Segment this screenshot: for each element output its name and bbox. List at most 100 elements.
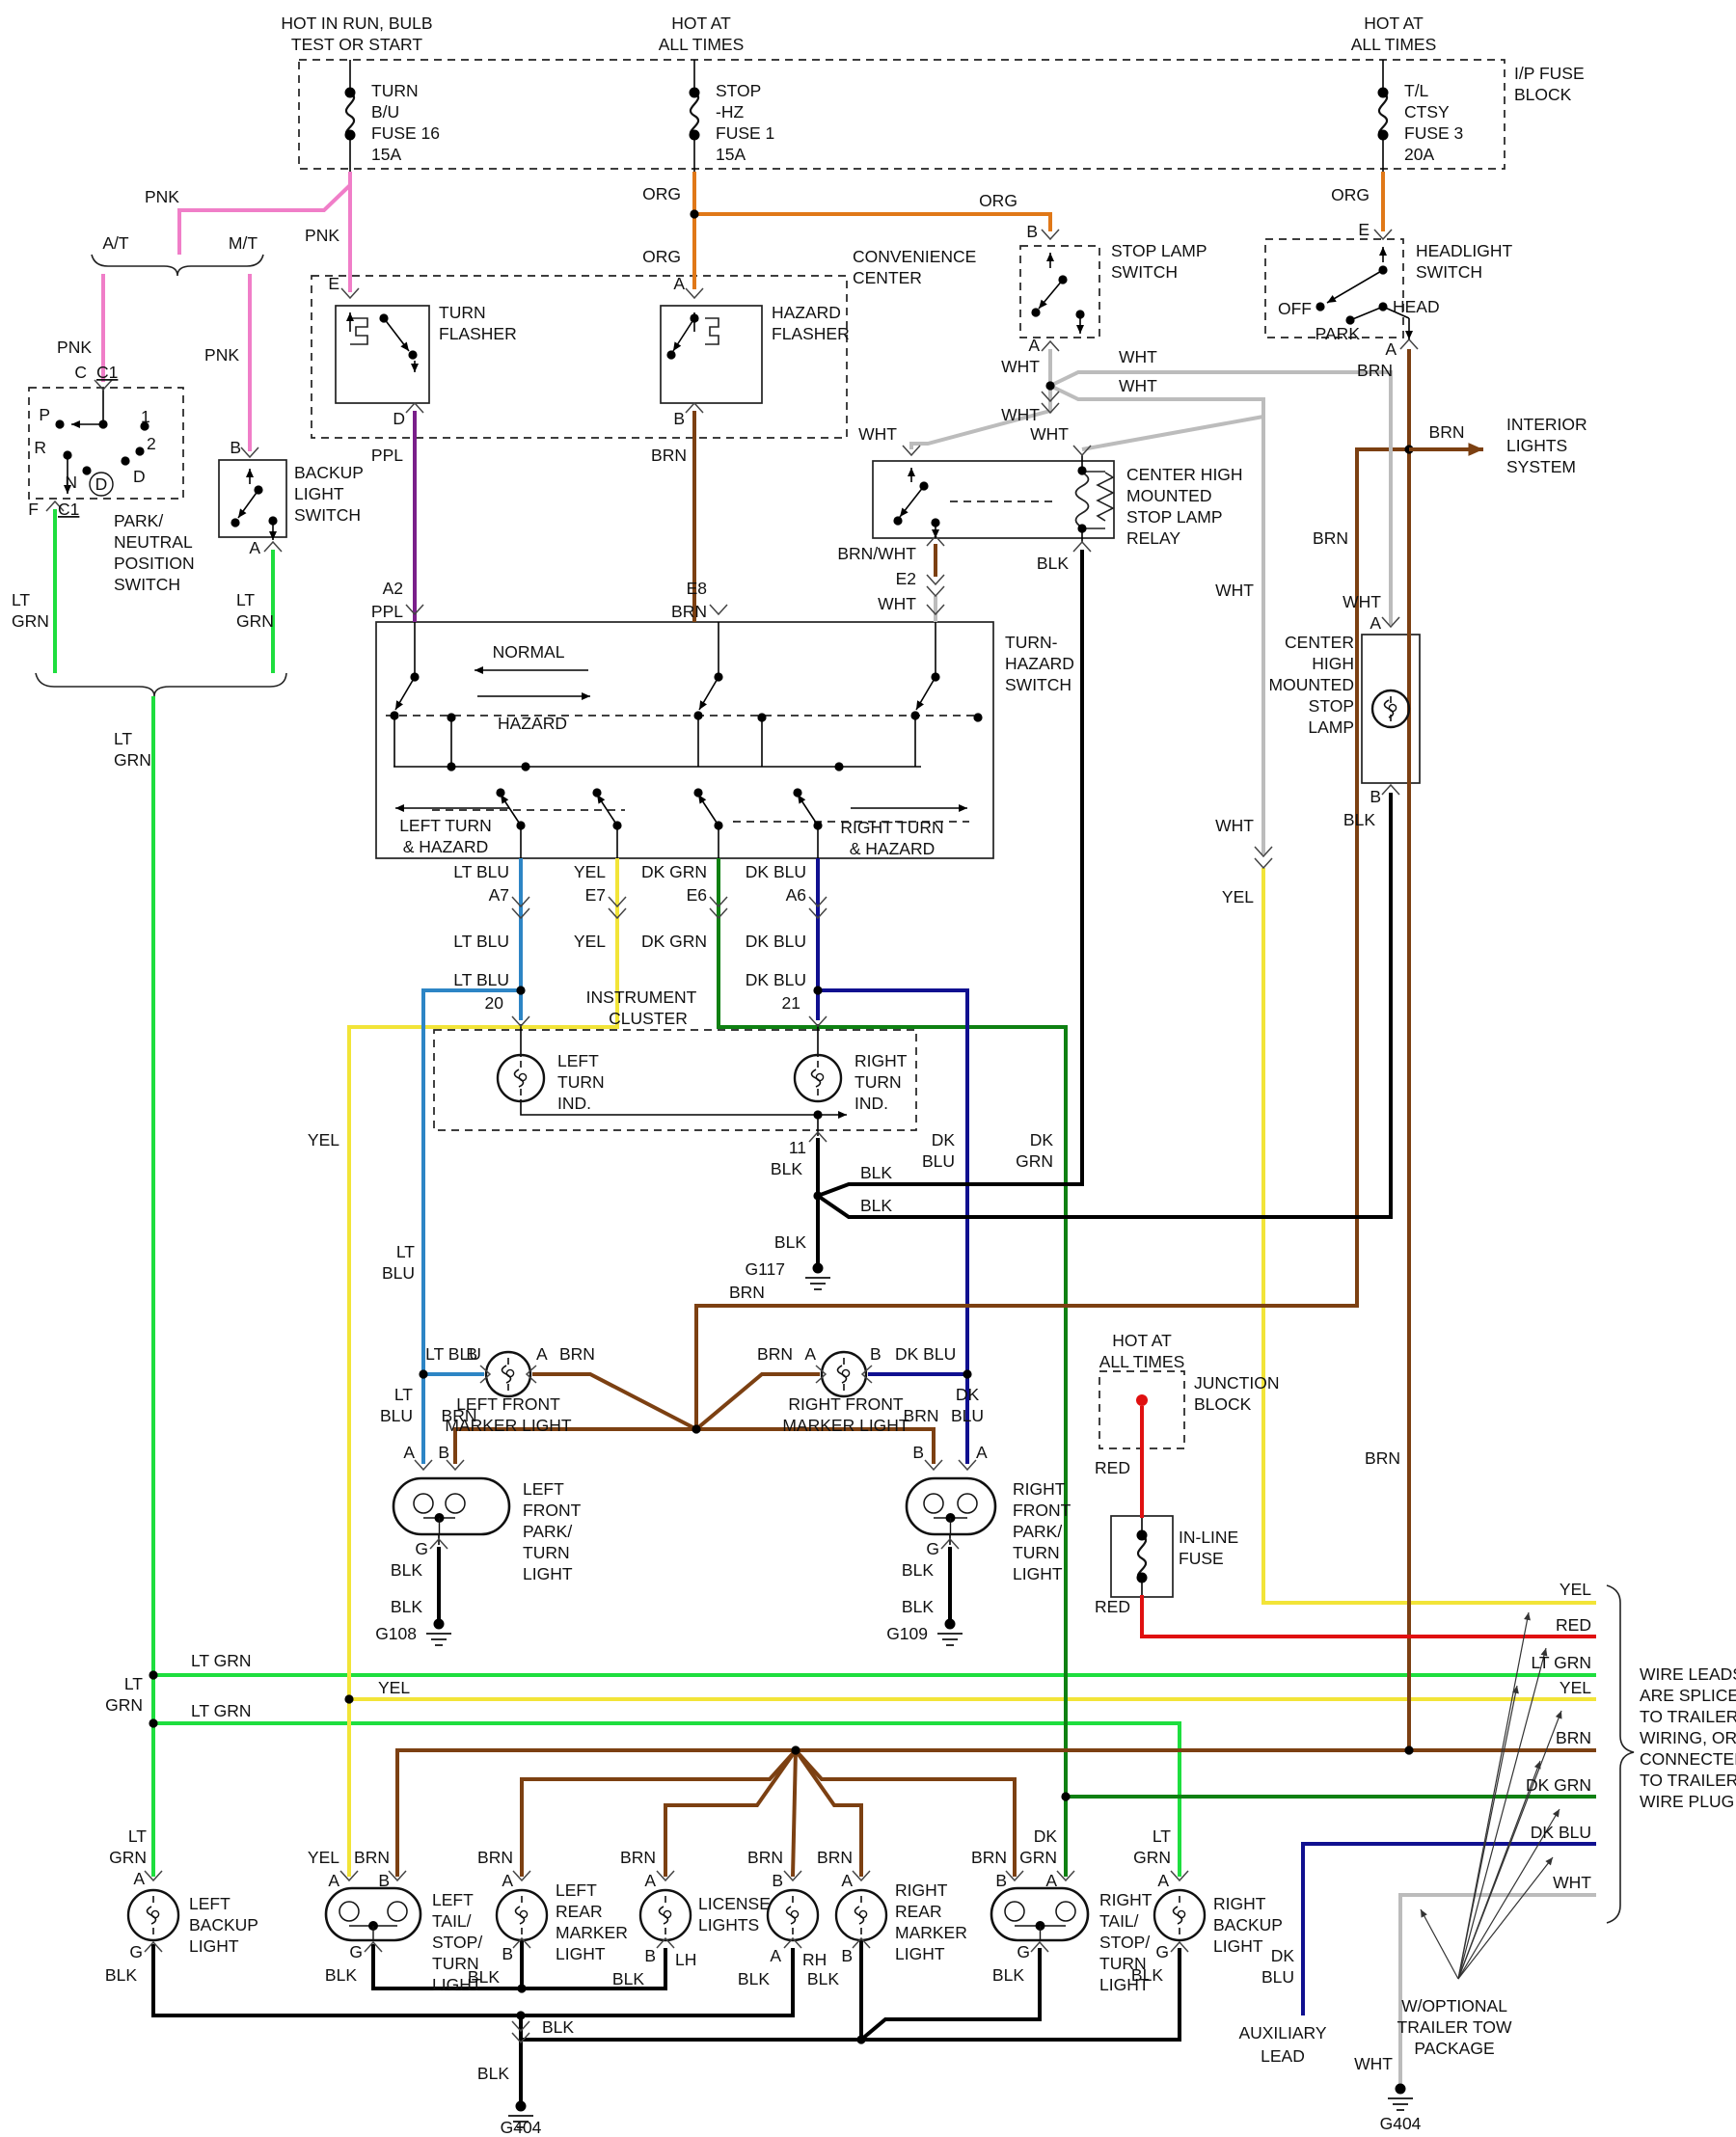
label-ind-147: IND. — [854, 1094, 888, 1113]
label-are-spliced-220: ARE SPLICED — [1640, 1686, 1736, 1705]
fuse-part — [344, 87, 356, 98]
label-a2-68: A2 — [383, 579, 403, 598]
label-to-trailer-221: TO TRAILER — [1640, 1707, 1736, 1726]
box-stop-lamp-switch — [1019, 245, 1100, 338]
junction-dot-61 — [496, 788, 505, 798]
arrow-line-23 — [1326, 269, 1384, 304]
label-blu-159: BLU — [922, 1151, 955, 1171]
fuse-symbol-0 — [344, 87, 356, 141]
label-blk-247: BLK — [325, 1965, 357, 1985]
lamp-housing-part — [923, 1493, 944, 1514]
label-b-u-9: B/U — [371, 102, 399, 122]
junction-dot-56 — [834, 762, 844, 771]
label-a-45: A — [249, 538, 260, 557]
fuse-symbol-1 — [689, 87, 700, 141]
label-g-240: G — [129, 1942, 143, 1961]
arrow-head-2 — [395, 804, 404, 812]
junction-dot-23 — [140, 421, 149, 431]
wire-wht-47 — [1081, 415, 1264, 451]
label-lead-304: LEAD — [1261, 2046, 1305, 2066]
label-lights-264: LIGHTS — [698, 1915, 759, 1934]
box-headlight-switch — [1264, 238, 1404, 338]
label-center-high-106: CENTER HIGH — [1126, 465, 1243, 484]
label-hazard-79: HAZARD — [498, 714, 567, 733]
junction-dot-24 — [135, 446, 145, 456]
connector-chevron-32 — [709, 907, 728, 920]
label-mounted-107: MOUNTED — [1126, 486, 1211, 505]
label-hot-at-4: HOT AT — [1364, 14, 1424, 33]
arrow-head-28 — [346, 312, 354, 321]
junction-dot-42 — [931, 518, 940, 527]
connector-chevron-52 — [656, 1870, 675, 1882]
label-hazard-61: HAZARD — [772, 303, 841, 322]
label-t-l-16: T/L — [1404, 81, 1429, 100]
ground-part — [937, 1633, 963, 1646]
arrow-head-17 — [238, 508, 247, 518]
junction-dot-63 — [693, 788, 703, 798]
wire-wht-45 — [1049, 370, 1393, 625]
arrow-line-8 — [1457, 1685, 1518, 1980]
junction-dot-50 — [910, 711, 920, 720]
label-light-278: LIGHT — [895, 1944, 945, 1963]
wire-wht-56 — [1398, 1893, 1596, 2085]
label-d-59: D — [393, 409, 405, 428]
label-center-126: CENTER — [1285, 633, 1354, 652]
label-lt-156: LT — [396, 1242, 415, 1261]
junction-dot-22 — [121, 456, 130, 466]
label-c1-26: C1 — [96, 363, 118, 382]
connector-chevron-42 — [414, 1459, 433, 1472]
label-wht-218: WHT — [1553, 1873, 1591, 1892]
connector-chevron-51 — [512, 1870, 531, 1882]
label-org-52: ORG — [642, 184, 681, 203]
ground-part — [508, 2115, 533, 2128]
ground-symbol-0 — [805, 1262, 830, 1290]
connector-chevron-39 — [525, 1365, 537, 1384]
label-neutral-39: NEUTRAL — [114, 532, 193, 552]
label-flasher-58: FLASHER — [439, 324, 517, 343]
label-blk-287: BLK — [992, 1965, 1024, 1985]
label-c-25: C — [74, 363, 87, 382]
label-a-165: A — [536, 1344, 548, 1364]
label-brn-67: BRN — [651, 446, 687, 465]
connector-chevron-49 — [339, 1870, 359, 1882]
bulb-part — [1153, 1888, 1207, 1942]
connector-chevron-55 — [1005, 1870, 1024, 1882]
wire-org-11 — [694, 212, 1052, 231]
label-yel-155: YEL — [308, 1130, 339, 1150]
label-red-210: RED — [1095, 1597, 1130, 1616]
label-front-190: FRONT — [523, 1501, 582, 1520]
connector-chevron-60 — [512, 1936, 531, 1949]
label-org-55: ORG — [1331, 185, 1370, 204]
label-turn-8: TURN — [371, 81, 419, 100]
label-grn-47: GRN — [12, 611, 49, 631]
connector-chevron-17 — [1041, 402, 1060, 415]
arrow-head-16 — [246, 469, 254, 477]
connector-chevron-62 — [783, 1936, 802, 1949]
lamp-housing-part — [339, 1901, 360, 1922]
label-i-p-fuse-6: I/P FUSE — [1514, 64, 1585, 83]
label-blk-186: BLK — [391, 1560, 422, 1580]
label-lt-234: LT — [128, 1826, 147, 1846]
label-marker-light-174: MARKER LIGHT — [782, 1416, 909, 1435]
label-all-times-204: ALL TIMES — [1099, 1352, 1185, 1371]
label-dk-160: DK — [1030, 1130, 1054, 1150]
connector-chevron-13 — [926, 585, 945, 598]
junction-dot-11 — [149, 1718, 158, 1728]
wire-blk-89 — [520, 1099, 818, 1116]
wire-blk-63 — [521, 1948, 1181, 2042]
label-tail-289: TAIL/ — [1099, 1911, 1139, 1931]
label-b-245: B — [378, 1871, 390, 1890]
connector-chevron-61 — [656, 1936, 675, 1949]
label-b-179: B — [438, 1443, 449, 1462]
glyph-path-4 — [705, 317, 719, 345]
label-convenience-64: CONVENIENCE — [853, 247, 976, 266]
label-ppl-69: PPL — [371, 602, 403, 621]
junction-dot-30 — [408, 350, 418, 360]
connector-chevron-24 — [1381, 783, 1400, 796]
bulb-part — [1388, 703, 1397, 713]
bulb-7 — [638, 1888, 692, 1942]
label-switch-98: SWITCH — [1111, 262, 1178, 282]
label-relay-109: RELAY — [1126, 528, 1180, 548]
label-brn-wht-72: BRN/WHT — [837, 544, 916, 563]
label-marker-light-172: MARKER LIGHT — [445, 1416, 572, 1435]
